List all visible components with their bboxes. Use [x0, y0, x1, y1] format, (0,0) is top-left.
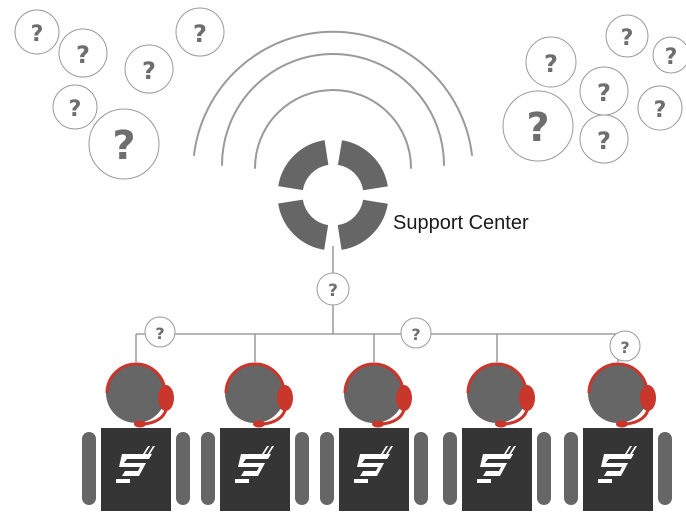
question-mark: ?	[193, 20, 207, 48]
agent-arm-left	[201, 432, 215, 505]
agent-torso	[583, 428, 653, 511]
question-mark: ?	[31, 22, 44, 47]
mic-tip-icon	[495, 420, 507, 428]
question-bubble: ?	[637, 85, 683, 131]
agent-torso	[101, 428, 171, 511]
question-bubble: ?	[579, 66, 629, 116]
lifebuoy-icon	[277, 139, 389, 251]
question-mark: ?	[69, 97, 82, 122]
question-mark: ?	[621, 26, 634, 51]
headset-band-icon	[587, 362, 649, 394]
support-agent	[82, 362, 190, 511]
agent-arm-left	[443, 432, 457, 505]
agent-arm-right	[658, 432, 672, 505]
agent-head	[106, 363, 166, 423]
question-mark: ?	[328, 281, 338, 301]
agent-arm-left	[82, 432, 96, 505]
headset-band-icon	[105, 362, 167, 394]
support-agent	[443, 362, 551, 511]
question-bubble: ?	[58, 28, 108, 78]
question-mark: ?	[76, 41, 90, 69]
agent-head	[467, 363, 527, 423]
headset-earpiece-icon	[519, 385, 535, 411]
support-center-label: Support Center	[393, 212, 529, 234]
headset-mic-icon	[504, 409, 529, 426]
question-mark: ?	[155, 324, 164, 343]
agent-torso	[220, 428, 290, 511]
agent-head	[225, 363, 285, 423]
headset-band-icon	[343, 362, 405, 394]
org-connectors	[135, 246, 630, 362]
mic-tip-icon	[372, 420, 384, 428]
headset-band-icon	[466, 362, 528, 394]
question-bubble: ?	[579, 114, 629, 164]
question-bubble: ?	[52, 84, 98, 130]
agent-arm-right	[537, 432, 551, 505]
question-mark: ?	[142, 57, 156, 85]
question-mark: ?	[544, 50, 558, 78]
headset-earpiece-icon	[396, 385, 412, 411]
mic-tip-icon	[134, 420, 146, 428]
agent-arm-left	[320, 432, 334, 505]
agent-head	[588, 363, 648, 423]
question-bubble: ?	[652, 36, 686, 74]
agent-arm-right	[414, 432, 428, 505]
question-bubble: ?	[175, 7, 225, 57]
agent-arm-right	[295, 432, 309, 505]
headset-band-icon	[224, 362, 286, 394]
question-mark: ?	[526, 105, 549, 151]
agent-arm-right	[176, 432, 190, 505]
question-mark: ?	[597, 79, 611, 107]
question-mark: ?	[597, 127, 611, 155]
headset-earpiece-icon	[640, 385, 656, 411]
agent-arm-left	[564, 432, 578, 505]
question-bubble: ?	[400, 317, 432, 349]
question-mark: ?	[665, 45, 678, 70]
question-bubble: ?	[144, 316, 176, 348]
agent-head	[344, 363, 404, 423]
question-mark: ?	[620, 338, 629, 357]
agent-torso	[462, 428, 532, 511]
support-agent	[564, 362, 672, 511]
question-mark: ?	[411, 325, 420, 344]
question-bubble: ?	[316, 272, 350, 306]
question-bubble: ?	[124, 44, 174, 94]
headset-mic-icon	[381, 409, 406, 426]
headset-earpiece-icon	[158, 385, 174, 411]
question-bubble: ?	[525, 36, 577, 88]
mic-tip-icon	[253, 420, 265, 428]
question-mark: ?	[112, 123, 135, 169]
mic-tip-icon	[616, 420, 628, 428]
question-mark: ?	[654, 98, 667, 123]
headset-mic-icon	[143, 409, 168, 426]
question-bubble: ?	[88, 108, 160, 180]
headset-earpiece-icon	[277, 385, 293, 411]
question-bubble: ?	[14, 9, 60, 55]
support-agent	[201, 362, 309, 511]
signal-waves	[193, 30, 473, 169]
agent-torso	[339, 428, 409, 511]
headset-mic-icon	[625, 409, 650, 426]
question-bubble: ?	[502, 90, 574, 162]
headset-mic-icon	[262, 409, 287, 426]
support-agent	[320, 362, 428, 511]
question-bubble: ?	[605, 14, 649, 58]
question-bubble: ?	[609, 330, 641, 362]
